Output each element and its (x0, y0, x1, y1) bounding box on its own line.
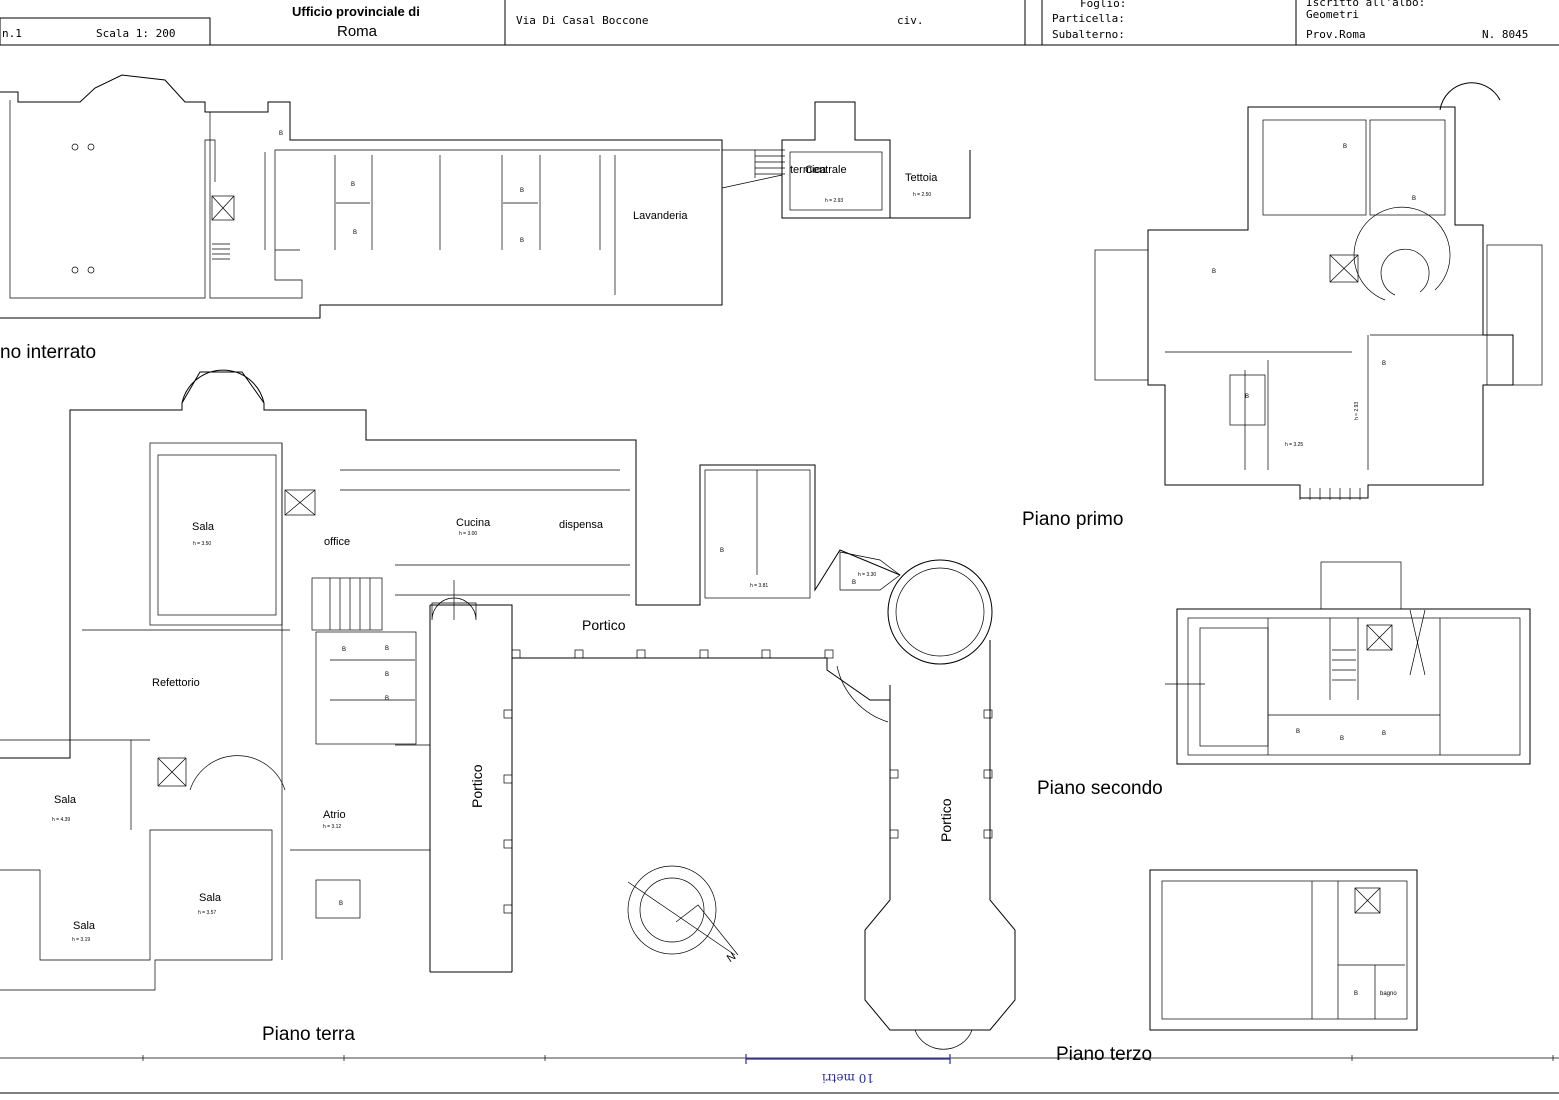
room-sala-3: Sala (199, 892, 222, 904)
bath-mark: B (1382, 361, 1386, 367)
height-centrale: h = 2.93 (825, 198, 843, 204)
particella-label: Particella: (1052, 12, 1125, 25)
office-city: Roma (337, 23, 378, 40)
floor-label-terzo: Piano terzo (1056, 1044, 1152, 1065)
height-sala-2: h = 4.39 (52, 817, 70, 823)
bath-mark: B (1212, 269, 1216, 275)
bath-mark: B (342, 647, 346, 653)
height-east-2: h = 3.30 (858, 572, 876, 578)
room-portico-right: Portico (938, 798, 954, 842)
north-compass: N (627, 865, 738, 965)
bath-mark: B (1340, 736, 1344, 742)
bath-mark: B (1382, 731, 1386, 737)
floor-label-secondo: Piano secondo (1037, 778, 1163, 799)
scale-bar-label: 10 metri (822, 1071, 874, 1085)
iscritto-label: Iscritto all'albo: (1306, 0, 1425, 9)
bath-mark: B (385, 696, 389, 702)
province-label: Prov.Roma (1306, 28, 1366, 41)
bath-mark: B (1245, 394, 1249, 400)
room-termica: termica (790, 164, 827, 176)
height-primo-2: h = 2.93 (1354, 402, 1360, 420)
ground-floor-plan: N Sala h = 3.50 office Cucina h = 3.00 d… (0, 369, 1016, 1050)
room-portico-left: Portico (469, 764, 485, 808)
sheet-number: n.1 (2, 27, 22, 40)
room-dispensa: dispensa (559, 519, 604, 531)
second-floor-plan: B B B Piano secondo (1037, 561, 1531, 799)
room-tettoia: Tettoia (905, 172, 938, 184)
scale-bar: 10 metri (0, 1054, 1559, 1094)
height-east-1: h = 3.81 (750, 583, 768, 589)
office-title: Ufficio provinciale di (292, 4, 420, 19)
room-lavanderia: Lavanderia (633, 210, 688, 222)
room-portico-top: Portico (582, 617, 626, 633)
bath-mark: B (351, 182, 355, 188)
bath-mark: B (385, 672, 389, 678)
room-refettorio: Refettorio (152, 677, 200, 689)
bath-mark: B (1412, 196, 1416, 202)
room-sala-1: Sala (192, 521, 215, 533)
third-floor-plan: bagno B Piano terzo (1056, 869, 1418, 1065)
bath-mark: B (385, 646, 389, 652)
bath-mark: B (1354, 991, 1358, 997)
bath-mark: B (353, 230, 357, 236)
room-office: office (324, 536, 350, 548)
bath-mark: B (1296, 729, 1300, 735)
height-sala-3: h = 3.57 (198, 910, 216, 916)
geometri-label: Geometri (1306, 8, 1359, 21)
bath-mark: B (279, 131, 283, 137)
room-bagno: bagno (1380, 991, 1397, 997)
address: Via Di Casal Boccone (516, 14, 648, 27)
bath-mark: B (520, 188, 524, 194)
scale-label: Scala 1: 200 (96, 27, 175, 40)
floor-label-interrato: no interrato (0, 342, 96, 363)
room-cucina: Cucina (456, 517, 491, 529)
room-sala-2: Sala (54, 794, 77, 806)
first-floor-plan: h = 3.25 h = 2.93 B B B B B Piano primo (1022, 82, 1543, 530)
room-atrio: Atrio (323, 809, 346, 821)
floor-label-terra: Piano terra (262, 1024, 355, 1045)
civ-label: civ. (897, 14, 924, 27)
room-centrale: Centrale (805, 164, 847, 176)
bath-mark: B (720, 548, 724, 554)
bath-mark: B (1343, 144, 1347, 150)
room-sala-4: Sala (73, 920, 96, 932)
floor-label-primo: Piano primo (1022, 509, 1123, 530)
bath-mark: B (520, 238, 524, 244)
height-sala-4: h = 3.19 (72, 937, 90, 943)
height-sala-1: h = 3.50 (193, 541, 211, 547)
basement-plan: Lavanderia termica Centrale h = 2.93 Tet… (0, 74, 971, 363)
height-atrio: h = 3.12 (323, 824, 341, 830)
height-tettoia: h = 2.50 (913, 192, 931, 198)
register-number: N. 8045 (1482, 28, 1528, 41)
subalterno-label: Subalterno: (1052, 28, 1125, 41)
foglio-label: Foglio: (1080, 0, 1126, 10)
title-block: n.1 Scala 1: 200 Ufficio provinciale di … (0, 0, 1559, 46)
height-cucina: h = 3.00 (459, 531, 477, 537)
height-primo-1: h = 3.25 (1285, 442, 1303, 448)
bath-mark: B (339, 901, 343, 907)
bath-mark: B (852, 580, 856, 586)
